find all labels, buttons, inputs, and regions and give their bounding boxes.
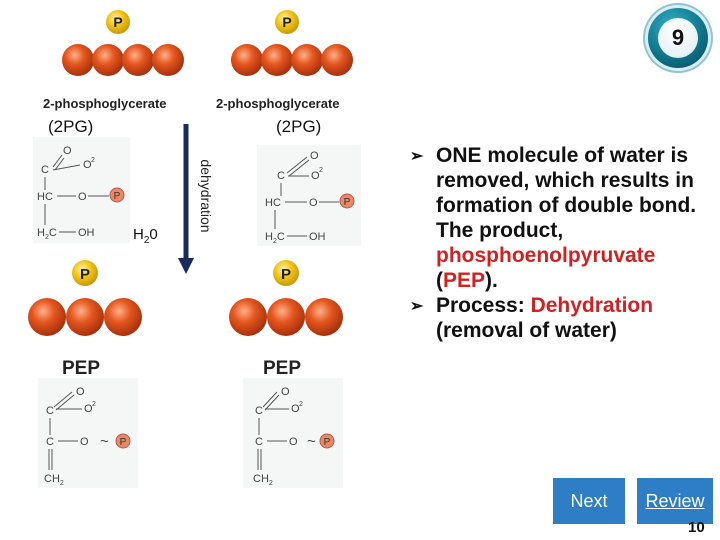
pep-structure-left: C O O 2 C O ~ CH2 P [38, 378, 138, 488]
pep-ball-model-left: P [28, 260, 142, 336]
2pg-structure-right: C O O 2 HC O H2C OH P [257, 145, 361, 246]
svg-text:O: O [289, 436, 298, 448]
slide-number: 9 [658, 18, 698, 58]
water-label: H20 [133, 226, 158, 246]
bullet-arrow-icon: ➢ [410, 148, 424, 165]
2pg-ball-model-right: P [231, 10, 353, 76]
svg-text:O: O [63, 145, 72, 157]
svg-text:2: 2 [299, 401, 303, 408]
svg-text:O: O [310, 150, 319, 162]
page-number: 10 [688, 519, 705, 536]
svg-text:CH2: CH2 [253, 473, 273, 487]
svg-text:2: 2 [91, 157, 95, 164]
bullet-1: ➢ ONE molecule of water is removed, whic… [410, 144, 697, 292]
pep-title-right: PEP [263, 358, 302, 379]
svg-text:OH: OH [309, 231, 326, 243]
svg-text:~: ~ [100, 433, 109, 450]
molecule-name-right: 2-phosphoglycerate [216, 96, 340, 111]
bullet-arrow-icon: ➢ [410, 298, 424, 315]
bullet-list: ➢ ONE molecule of water is removed, whic… [410, 143, 700, 343]
bullet-2: ➢ Process: Dehydration (removal of water… [410, 294, 654, 342]
2pg-structure-left: C O O 2 HC O H2C OH P [33, 137, 130, 243]
svg-text:P: P [114, 191, 121, 202]
pep-title-left: PEP [62, 358, 101, 379]
svg-text:O: O [83, 159, 92, 171]
svg-text:C: C [41, 164, 49, 176]
svg-text:C: C [46, 405, 54, 417]
svg-text:C: C [255, 405, 263, 417]
pep-structure-right: C O O 2 C O ~ CH2 P [243, 378, 343, 488]
svg-text:C: C [277, 170, 285, 182]
svg-text:HC: HC [37, 191, 53, 203]
product-abbr: PEP [443, 269, 486, 292]
svg-text:OH: OH [78, 227, 95, 239]
svg-text:O: O [281, 386, 290, 398]
process-name: Dehydration [530, 294, 654, 317]
svg-text:O: O [311, 170, 320, 182]
phosphate-label: P [113, 14, 122, 30]
svg-text:P: P [324, 437, 331, 448]
abbr-2pg-left: (2PG) [48, 117, 94, 136]
svg-text:O: O [309, 197, 318, 209]
reaction-arrow [178, 124, 194, 274]
svg-text:H2C: H2C [265, 231, 285, 245]
svg-text:H2C: H2C [37, 227, 57, 241]
svg-text:P: P [344, 197, 351, 208]
svg-text:CH2: CH2 [44, 473, 64, 487]
svg-text:P: P [281, 266, 291, 283]
svg-text:O: O [80, 436, 89, 448]
svg-text:~: ~ [307, 433, 316, 450]
svg-text:P: P [80, 266, 90, 283]
pep-ball-model-right: P [229, 260, 343, 336]
svg-text:P: P [120, 437, 127, 448]
molecule-name-left: 2-phosphoglycerate [43, 96, 167, 111]
svg-text:2: 2 [319, 167, 323, 174]
svg-text:C: C [46, 436, 54, 448]
svg-text:O: O [84, 403, 93, 415]
next-button[interactable]: Next [553, 478, 625, 524]
2pg-ball-model-left: P [62, 10, 184, 76]
svg-text:C: C [255, 436, 263, 448]
slide-number-badge: 9 [648, 8, 708, 68]
svg-text:2: 2 [92, 401, 96, 408]
phosphate-label: P [282, 14, 291, 30]
svg-text:O: O [76, 386, 85, 398]
svg-text:O: O [78, 191, 87, 203]
svg-text:HC: HC [265, 197, 281, 209]
abbr-2pg-right: (2PG) [276, 117, 322, 136]
product-name: phosphoenolpyruvate [436, 244, 656, 267]
review-link[interactable]: Review [637, 478, 713, 524]
dehydration-label: dehydration [198, 159, 214, 233]
svg-text:O: O [291, 403, 300, 415]
